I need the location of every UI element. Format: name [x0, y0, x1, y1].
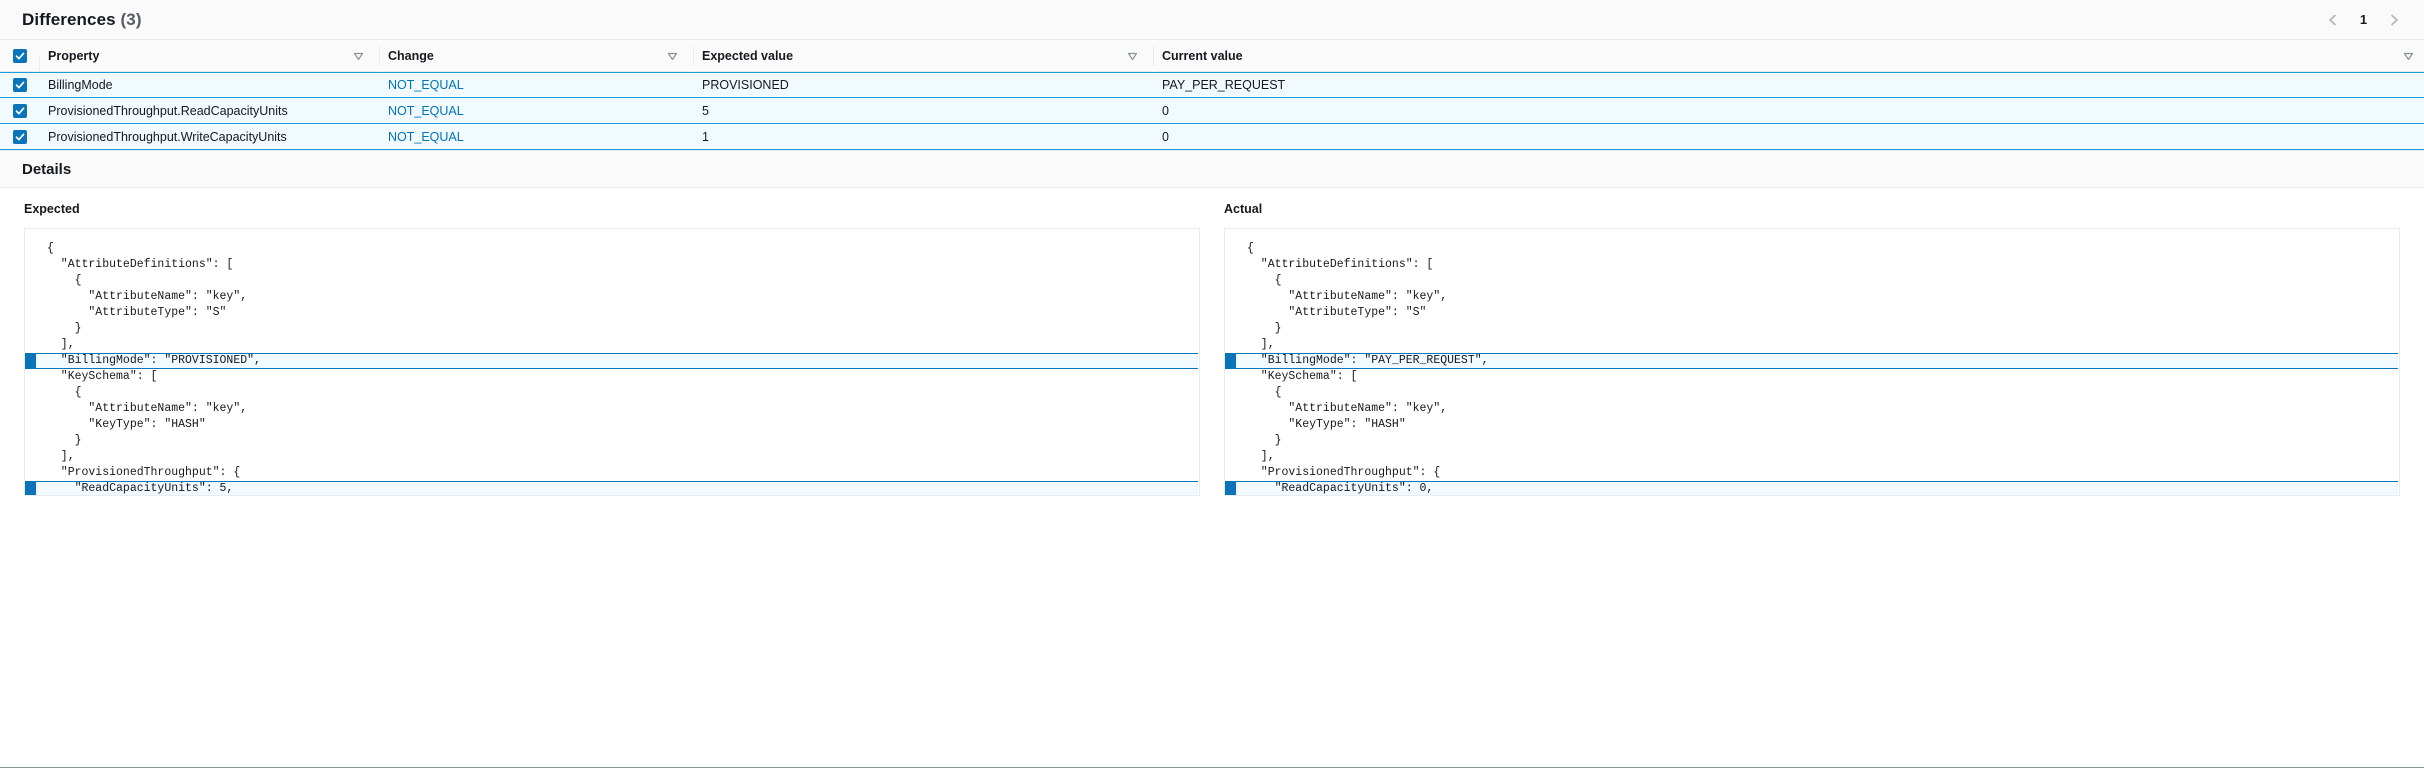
column-header-property-label: Property — [48, 48, 100, 63]
row-checkbox[interactable] — [13, 129, 27, 144]
cell-property: ProvisionedThroughput.ReadCapacityUnits — [48, 103, 288, 118]
code-line: "AttributeDefinitions": [ — [47, 258, 234, 271]
expected-code-block[interactable]: { "AttributeDefinitions": [ { "Attribute… — [24, 228, 1200, 496]
code-line: ], — [1247, 450, 1275, 463]
code-line: { — [47, 386, 82, 399]
code-line: ], — [47, 338, 75, 351]
row-select-cell — [0, 103, 40, 118]
cell-expected-value: 5 — [702, 103, 709, 118]
actual-panel-label: Actual — [1224, 202, 1263, 216]
actual-code-block[interactable]: { "AttributeDefinitions": [ { "Attribute… — [1224, 228, 2400, 496]
code-line: { — [47, 242, 54, 255]
expected-panel: Expected { "AttributeDefinitions": [ { "… — [24, 202, 1200, 496]
page-title-text: Differences — [22, 9, 116, 29]
code-line-highlighted: "ReadCapacityUnits": 0, — [1225, 481, 2398, 495]
sort-descending-icon[interactable] — [667, 50, 678, 61]
column-header-expected-value[interactable]: Expected value — [694, 40, 1154, 71]
pagination: 1 — [2325, 12, 2402, 28]
actual-panel: Actual { "AttributeDefinitions": [ { "At… — [1224, 202, 2400, 496]
column-header-current-value-label: Current value — [1162, 48, 1243, 63]
change-link[interactable]: NOT_EQUAL — [388, 129, 464, 144]
code-line: "AttributeName": "key", — [1247, 402, 1448, 415]
code-line: "KeySchema": [ — [1247, 370, 1358, 383]
row-checkbox[interactable] — [13, 78, 27, 92]
cell-change: NOT_EQUAL — [380, 124, 694, 149]
table-row[interactable]: BillingMode NOT_EQUAL PROVISIONED PAY_PE… — [0, 72, 2424, 98]
cell-expected-value: PROVISIONED — [702, 78, 789, 92]
table-row[interactable]: ProvisionedThroughput.ReadCapacityUnits … — [0, 98, 2424, 124]
code-line: "AttributeName": "key", — [1247, 290, 1448, 303]
code-line: } — [47, 434, 82, 447]
sort-descending-icon[interactable] — [2403, 50, 2414, 61]
expected-panel-label: Expected — [24, 202, 80, 216]
code-line-highlighted: "BillingMode": "PAY_PER_REQUEST", — [1225, 353, 2398, 369]
details-compare: Expected { "AttributeDefinitions": [ { "… — [0, 188, 2424, 496]
column-header-property[interactable]: Property — [40, 40, 380, 71]
details-header: Details — [0, 150, 2424, 188]
code-line: "AttributeType": "S" — [47, 306, 227, 319]
code-line: { — [1247, 274, 1282, 287]
code-line: { — [47, 274, 82, 287]
code-line: "AttributeName": "key", — [47, 402, 248, 415]
cell-change: NOT_EQUAL — [380, 73, 694, 97]
details-title: Details — [22, 160, 72, 178]
code-line: ], — [47, 450, 75, 463]
cell-current-value: 0 — [1162, 103, 1169, 118]
column-header-change[interactable]: Change — [380, 40, 694, 71]
code-line: "KeyType": "HASH" — [47, 418, 206, 431]
differences-table: Property Change Expected value — [0, 40, 2424, 150]
page-title: Differences (3) — [22, 10, 142, 30]
code-line: "AttributeName": "key", — [47, 290, 248, 303]
cell-current-value: 0 — [1162, 129, 1169, 144]
sort-descending-icon[interactable] — [353, 50, 364, 61]
code-line-highlighted: "BillingMode": "PROVISIONED", — [25, 353, 1198, 369]
code-line: "KeySchema": [ — [47, 370, 158, 383]
code-line: "ProvisionedThroughput": { — [47, 466, 241, 479]
code-line: } — [1247, 434, 1282, 447]
change-link[interactable]: NOT_EQUAL — [388, 78, 464, 92]
select-all-cell — [0, 48, 40, 75]
table-header-row: Property Change Expected value — [0, 40, 2424, 75]
select-all-checkbox[interactable] — [13, 48, 27, 63]
code-line: ], — [1247, 338, 1275, 351]
chevron-right-icon[interactable] — [2386, 12, 2402, 28]
code-line: "AttributeDefinitions": [ — [1247, 258, 1434, 271]
change-link[interactable]: NOT_EQUAL — [388, 103, 464, 118]
chevron-left-icon[interactable] — [2325, 12, 2341, 28]
differences-count: (3) — [120, 9, 142, 29]
column-header-expected-value-label: Expected value — [702, 48, 794, 63]
cell-change: NOT_EQUAL — [380, 98, 694, 123]
pagination-page-1[interactable]: 1 — [2359, 12, 2368, 27]
code-line: } — [47, 322, 82, 335]
cell-property: ProvisionedThroughput.WriteCapacityUnits — [48, 129, 287, 144]
row-checkbox[interactable] — [13, 103, 27, 118]
code-line: "ProvisionedThroughput": { — [1247, 466, 1441, 479]
panel-header: Differences (3) 1 — [0, 0, 2424, 40]
code-line: { — [1247, 386, 1282, 399]
column-header-change-label: Change — [388, 48, 434, 63]
cell-property: BillingMode — [48, 78, 113, 92]
code-line: "KeyType": "HASH" — [1247, 418, 1406, 431]
sort-descending-icon[interactable] — [1127, 50, 1138, 61]
code-line: "AttributeType": "S" — [1247, 306, 1427, 319]
column-header-current-value[interactable]: Current value — [1154, 40, 2424, 71]
code-line-highlighted: "ReadCapacityUnits": 5, — [25, 481, 1198, 495]
cell-current-value: PAY_PER_REQUEST — [1162, 78, 1286, 92]
code-line: } — [1247, 322, 1282, 335]
code-line: { — [1247, 242, 1254, 255]
row-select-cell — [0, 78, 40, 92]
cell-expected-value: 1 — [702, 129, 709, 144]
table-row[interactable]: ProvisionedThroughput.WriteCapacityUnits… — [0, 124, 2424, 150]
row-select-cell — [0, 129, 40, 144]
